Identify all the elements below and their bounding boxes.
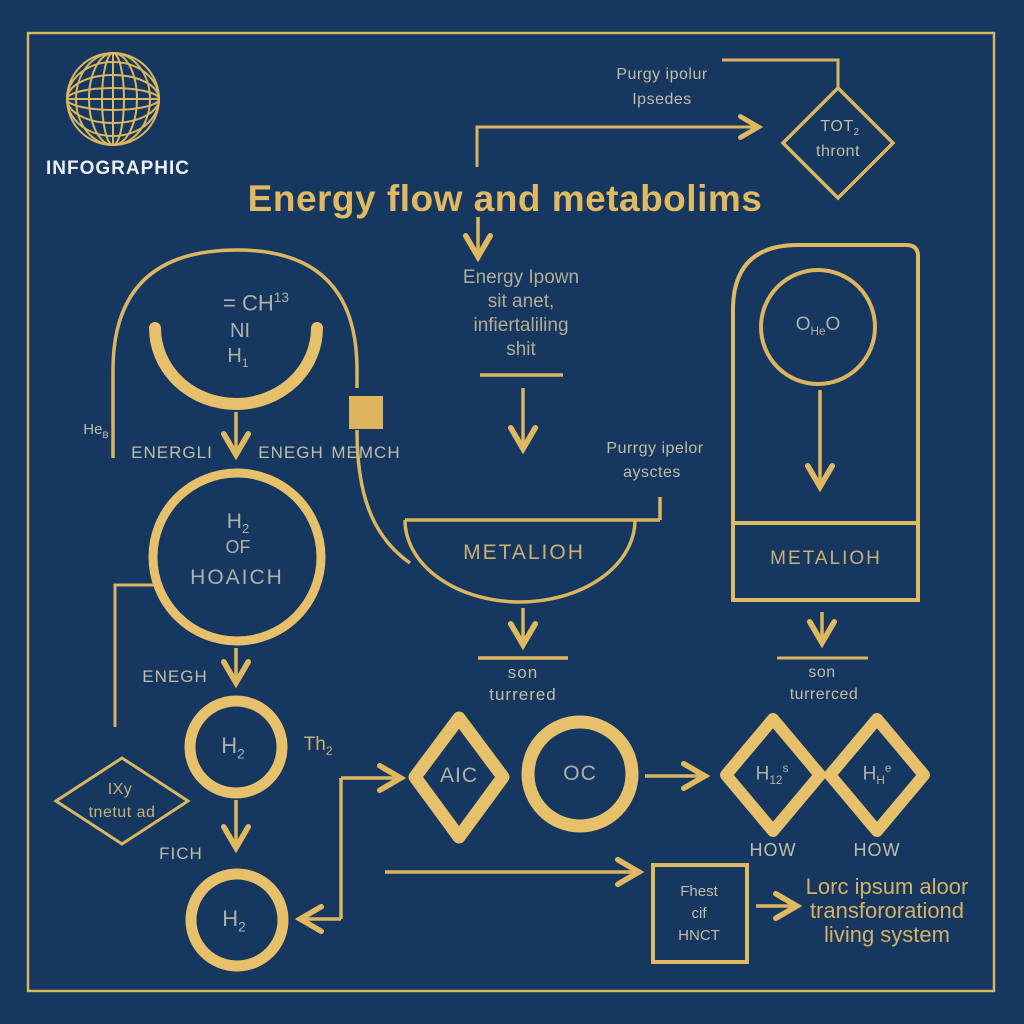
h2-mid-label: H2 bbox=[221, 733, 245, 762]
closing-caption: Lorc ipsum aloor transfororationd living… bbox=[805, 874, 969, 947]
hoaich-line1: H2 bbox=[226, 510, 250, 537]
diamond-tot-label2: thront bbox=[816, 143, 860, 160]
stadium-outline bbox=[111, 248, 412, 565]
center-note: Energy Ipown sit anet, infiertaliling sh… bbox=[462, 267, 580, 360]
right-result-2: turrerced bbox=[789, 686, 859, 703]
formula-line1: = CH13 bbox=[223, 290, 289, 316]
ixy-line2: tnetut ad bbox=[88, 804, 156, 821]
label-fich: FICH bbox=[159, 844, 203, 863]
panel-metalioh-box bbox=[731, 521, 920, 602]
label-enegh-2: ENEGH bbox=[142, 667, 208, 686]
how-label-1: HOW bbox=[749, 840, 797, 860]
formula-line2: NI bbox=[230, 320, 250, 342]
center-result-2: turrered bbox=[489, 685, 557, 704]
ixy-line1: IXy bbox=[107, 781, 133, 798]
diamond-tot bbox=[780, 85, 896, 201]
center-result-1: son bbox=[507, 663, 539, 682]
note-top-right-1: Purgy ipolur bbox=[616, 66, 708, 83]
oc-label: OC bbox=[563, 762, 597, 785]
note-top-right-2: Ipsedes bbox=[632, 91, 692, 108]
aic-label: AIC bbox=[439, 764, 479, 787]
hex2-label: HHe bbox=[862, 762, 892, 788]
side-note-1: Purrgy ipelor bbox=[606, 440, 704, 457]
arrow-title-to-diamond bbox=[475, 114, 764, 167]
circle-h2-bottom bbox=[185, 868, 289, 972]
formula-line3: H1 bbox=[227, 345, 249, 370]
th2-label: Th2 bbox=[303, 734, 333, 758]
diamond-aic bbox=[408, 711, 510, 844]
diamond-tot-label: TOT2 bbox=[820, 118, 860, 139]
page-title: Energy flow and metabolims bbox=[247, 178, 763, 219]
panel-outline bbox=[731, 243, 920, 600]
right-result-1: son bbox=[808, 664, 836, 681]
connector-hoaich-left bbox=[113, 583, 155, 727]
oheo-label: OHeO bbox=[795, 314, 841, 338]
bowl-label: METALIOH bbox=[463, 541, 585, 564]
panel-box-label: METALIOH bbox=[770, 548, 882, 569]
hex-1 bbox=[720, 713, 826, 837]
box-fhest bbox=[651, 863, 749, 964]
side-note-2: aysctes bbox=[623, 464, 681, 481]
circle-hoaich bbox=[148, 468, 326, 646]
connector-top-right bbox=[722, 58, 840, 88]
gold-square bbox=[349, 396, 383, 429]
circle-oheo bbox=[759, 268, 877, 386]
border-frame bbox=[26, 31, 996, 993]
hoaich-line3: HOAICH bbox=[190, 566, 284, 589]
label-memch: MEMCH bbox=[331, 443, 401, 462]
fhest-box-text: Fhest cif HNCT bbox=[678, 883, 720, 944]
globe-icon bbox=[66, 52, 160, 146]
how-label-2: HOW bbox=[853, 840, 901, 860]
hoaich-line2: OF bbox=[225, 537, 251, 557]
he-label: HeB bbox=[83, 421, 109, 440]
label-enegh: ENEGH bbox=[258, 443, 324, 462]
hex-2 bbox=[824, 713, 930, 837]
u-arc bbox=[149, 322, 323, 410]
circle-h2-mid bbox=[184, 695, 288, 799]
bowl-metalioh bbox=[403, 497, 662, 604]
hex1-label: H12s bbox=[755, 762, 789, 788]
brand-label: INFOGRAPHIC bbox=[46, 158, 190, 179]
h2-bottom-label: H2 bbox=[222, 906, 246, 935]
label-energli: ENERGLI bbox=[131, 443, 213, 462]
diamond-ixy bbox=[53, 756, 191, 846]
circle-oc bbox=[521, 715, 639, 833]
